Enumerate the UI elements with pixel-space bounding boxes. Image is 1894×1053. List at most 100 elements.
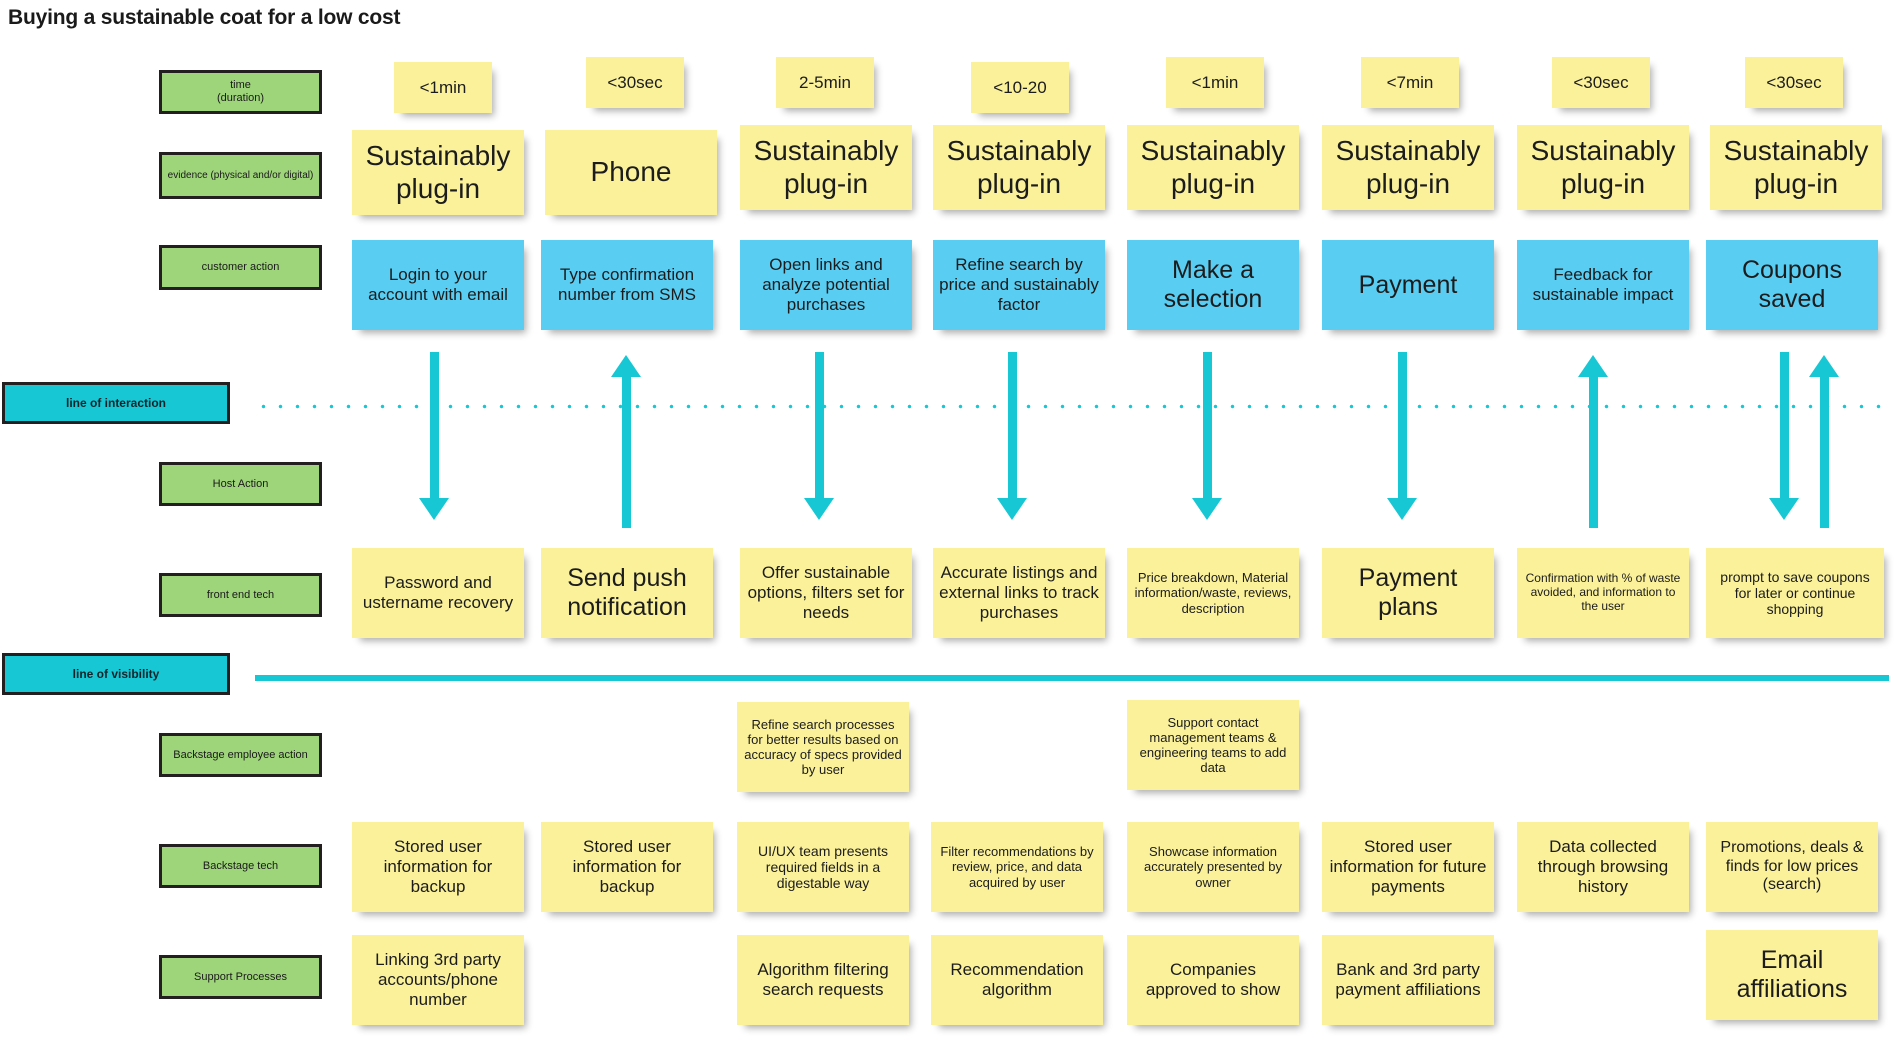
note-backstage-tech-2-text: Stored user information for backup — [572, 837, 682, 896]
note-backstage-tech-4-text: Filter recommendations by review, price,… — [940, 844, 1094, 890]
note-time-4[interactable]: <10-20 — [971, 62, 1069, 113]
note-evidence-6-text: Sustainably plug-in — [1335, 135, 1481, 199]
page-title: Buying a sustainable coat for a low cost — [8, 6, 401, 29]
note-backstage-tech-7[interactable]: Data collected through browsing history — [1517, 822, 1689, 912]
note-time-7-text: <30sec — [1573, 72, 1629, 92]
note-front-end-tech-2[interactable]: Send push notification — [541, 548, 713, 638]
note-evidence-4[interactable]: Sustainably plug-in — [933, 125, 1105, 210]
note-backstage-tech-5-text: Showcase information accurately presente… — [1143, 844, 1283, 890]
note-time-2[interactable]: <30sec — [586, 57, 684, 108]
note-customer-action-4-text: Refine search by price and sustainably f… — [939, 255, 1099, 314]
note-time-8[interactable]: <30sec — [1745, 57, 1843, 108]
note-evidence-5[interactable]: Sustainably plug-in — [1127, 125, 1299, 210]
note-customer-action-8-text: Coupons saved — [1741, 256, 1843, 313]
note-support-processes-5[interactable]: Companies approved to show — [1127, 935, 1299, 1025]
note-evidence-7[interactable]: Sustainably plug-in — [1517, 125, 1689, 210]
note-evidence-2-text: Phone — [590, 156, 672, 188]
note-front-end-tech-7-text: Confirmation with % of waste avoided, an… — [1525, 571, 1681, 613]
arrow-up-col7-head — [1578, 355, 1608, 377]
note-support-processes-4[interactable]: Recommendation algorithm — [931, 935, 1103, 1025]
note-support-processes-5-text: Companies approved to show — [1145, 960, 1281, 999]
note-time-6-text: <7min — [1386, 72, 1434, 92]
note-support-processes-1-text: Linking 3rd party accounts/phone number — [375, 950, 501, 1009]
note-customer-action-2[interactable]: Type confirmation number from SMS — [541, 240, 713, 330]
arrow-down-col3-head — [804, 498, 834, 520]
note-front-end-tech-1-text: Password and ustername recovery — [362, 573, 514, 612]
note-time-7[interactable]: <30sec — [1552, 57, 1650, 108]
note-backstage-tech-2[interactable]: Stored user information for backup — [541, 822, 713, 912]
row-label-evidence: evidence (physical and/or digital) — [159, 152, 322, 199]
note-front-end-tech-1[interactable]: Password and ustername recovery — [352, 548, 524, 638]
note-customer-action-7-text: Feedback for sustainable impact — [1532, 265, 1674, 304]
note-customer-action-1[interactable]: Login to your account with email — [352, 240, 524, 330]
note-time-5[interactable]: <1min — [1166, 57, 1264, 108]
note-time-3[interactable]: 2-5min — [776, 57, 874, 108]
note-evidence-5-text: Sustainably plug-in — [1140, 135, 1286, 199]
row-label-support-processes: Support Processes — [159, 955, 322, 999]
note-front-end-tech-5-text: Price breakdown, Material information/wa… — [1134, 570, 1292, 616]
note-support-processes-6[interactable]: Bank and 3rd party payment affiliations — [1322, 935, 1494, 1025]
row-label-host-action-text: Host Action — [212, 477, 269, 490]
note-front-end-tech-4[interactable]: Accurate listings and external links to … — [933, 548, 1105, 638]
note-customer-action-6-text: Payment — [1358, 270, 1458, 299]
row-label-front-end-tech: front end tech — [159, 573, 322, 617]
arrow-down-col4-shaft — [1008, 352, 1017, 500]
note-backstage-employee-action-5[interactable]: Support contact management teams & engin… — [1127, 700, 1299, 790]
note-backstage-tech-8[interactable]: Promotions, deals & finds for low prices… — [1706, 822, 1878, 912]
note-customer-action-5[interactable]: Make a selection — [1127, 240, 1299, 330]
arrow-up-col2-head — [611, 355, 641, 377]
note-support-processes-3[interactable]: Algorithm filtering search requests — [737, 935, 909, 1025]
note-support-processes-4-text: Recommendation algorithm — [950, 960, 1084, 999]
note-evidence-3[interactable]: Sustainably plug-in — [740, 125, 912, 210]
note-support-processes-8[interactable]: Email affiliations — [1706, 930, 1878, 1020]
note-customer-action-8[interactable]: Coupons saved — [1706, 240, 1878, 330]
note-front-end-tech-8[interactable]: prompt to save coupons for later or cont… — [1706, 548, 1884, 638]
note-customer-action-6[interactable]: Payment — [1322, 240, 1494, 330]
note-support-processes-6-text: Bank and 3rd party payment affiliations — [1335, 960, 1481, 999]
note-evidence-4-text: Sustainably plug-in — [946, 135, 1092, 199]
note-backstage-tech-3-text: UI/UX team presents required fields in a… — [758, 842, 888, 892]
note-evidence-8[interactable]: Sustainably plug-in — [1710, 125, 1882, 210]
note-time-5-text: <1min — [1191, 72, 1239, 92]
row-label-time: time(duration) — [159, 70, 322, 114]
note-backstage-tech-1[interactable]: Stored user information for backup — [352, 822, 524, 912]
note-support-processes-1[interactable]: Linking 3rd party accounts/phone number — [352, 935, 524, 1025]
arrow-down-col8-head — [1769, 498, 1799, 520]
note-customer-action-3[interactable]: Open links and analyze potential purchas… — [740, 240, 912, 330]
note-time-1-text: <1min — [419, 77, 467, 97]
arrow-down-col5-head — [1192, 498, 1222, 520]
note-evidence-8-text: Sustainably plug-in — [1723, 135, 1869, 199]
arrow-up-col2-shaft — [622, 376, 631, 528]
note-front-end-tech-2-text: Send push notification — [567, 564, 687, 621]
arrow-down-col6-shaft — [1398, 352, 1407, 500]
arrow-up-col8-head — [1809, 355, 1839, 377]
note-front-end-tech-3[interactable]: Offer sustainable options, filters set f… — [740, 548, 912, 638]
note-time-4-text: <10-20 — [993, 77, 1047, 97]
note-evidence-6[interactable]: Sustainably plug-in — [1322, 125, 1494, 210]
row-label-customer-action-text: customer action — [201, 261, 280, 274]
note-time-1[interactable]: <1min — [394, 62, 492, 113]
note-backstage-tech-7-text: Data collected through browsing history — [1537, 837, 1669, 896]
note-customer-action-4[interactable]: Refine search by price and sustainably f… — [933, 240, 1105, 330]
note-front-end-tech-7[interactable]: Confirmation with % of waste avoided, an… — [1517, 548, 1689, 638]
note-backstage-tech-5[interactable]: Showcase information accurately presente… — [1127, 822, 1299, 912]
note-backstage-tech-6[interactable]: Stored user information for future payme… — [1322, 822, 1494, 912]
note-front-end-tech-5[interactable]: Price breakdown, Material information/wa… — [1127, 548, 1299, 638]
note-customer-action-3-text: Open links and analyze potential purchas… — [762, 255, 890, 314]
note-customer-action-7[interactable]: Feedback for sustainable impact — [1517, 240, 1689, 330]
note-backstage-tech-4[interactable]: Filter recommendations by review, price,… — [931, 822, 1103, 912]
note-customer-action-5-text: Make a selection — [1163, 256, 1263, 313]
note-evidence-2[interactable]: Phone — [545, 130, 717, 215]
note-backstage-tech-1-text: Stored user information for backup — [383, 837, 493, 896]
note-time-6[interactable]: <7min — [1361, 57, 1459, 108]
note-front-end-tech-6[interactable]: Payment plans — [1322, 548, 1494, 638]
row-label-backstage-employee-action: Backstage employee action — [159, 733, 322, 777]
arrow-down-col4-head — [997, 498, 1027, 520]
note-time-2-text: <30sec — [607, 72, 663, 92]
note-evidence-1[interactable]: Sustainably plug-in — [352, 130, 524, 215]
band-label-line-of-visibility-text: line of visibility — [72, 667, 160, 681]
note-backstage-employee-action-3[interactable]: Refine search processes for better resul… — [737, 702, 909, 792]
note-front-end-tech-6-text: Payment plans — [1358, 564, 1458, 621]
note-backstage-tech-3[interactable]: UI/UX team presents required fields in a… — [737, 822, 909, 912]
note-support-processes-8-text: Email affiliations — [1736, 946, 1848, 1003]
